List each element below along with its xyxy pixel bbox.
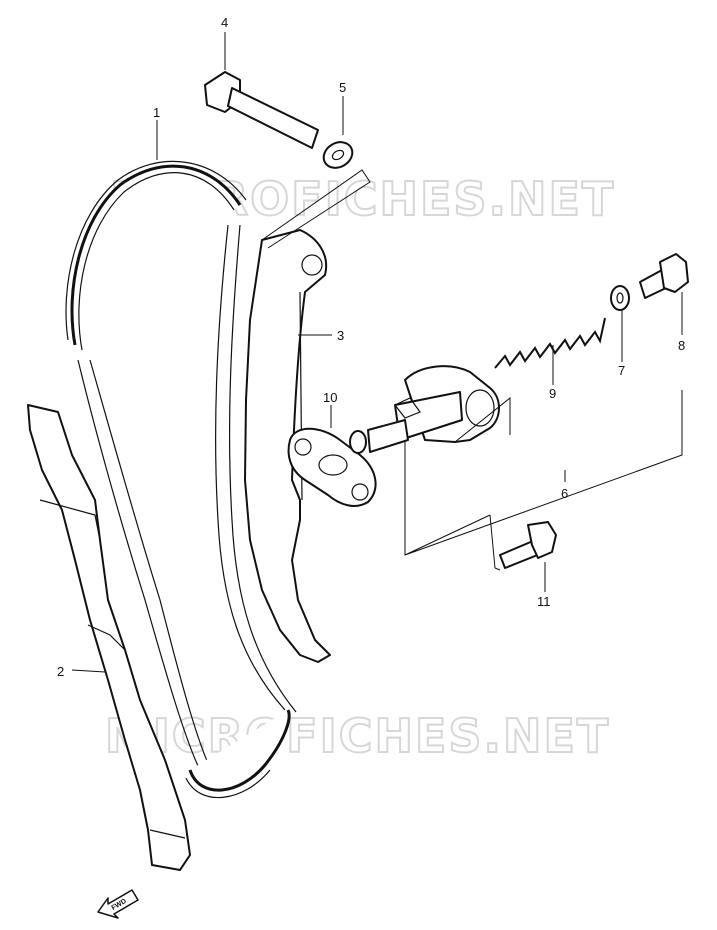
bolt-part-8	[639, 253, 689, 299]
callout-11: 11	[537, 594, 551, 609]
fwd-arrow-icon: FWD	[97, 889, 139, 919]
bracket-part-6	[404, 390, 683, 569]
callout-8: 8	[678, 338, 685, 353]
spring-part-9	[494, 317, 606, 369]
chain-guide-part-2	[27, 404, 191, 871]
callout-4: 4	[221, 15, 228, 30]
callout-5: 5	[339, 80, 346, 95]
callout-1: 1	[153, 105, 160, 120]
callout-9: 9	[549, 386, 556, 401]
callout-6: 6	[561, 486, 568, 501]
bolt-part-4	[204, 71, 319, 149]
callout-10: 10	[323, 390, 337, 405]
watermark-bottom: MICROFICHES.NET	[105, 709, 610, 763]
washer-part-5	[322, 141, 354, 169]
leader-lines	[71, 32, 683, 673]
bolt-part-11	[499, 521, 557, 569]
callout-2: 2	[57, 664, 64, 679]
tensioner-guide-part-3	[244, 229, 331, 663]
washer-part-7	[610, 285, 630, 311]
gasket-part-10	[287, 427, 377, 507]
callout-3: 3	[337, 328, 344, 343]
callout-7: 7	[618, 363, 625, 378]
tensioner-adjuster-part-6	[349, 365, 500, 454]
cam-chain-part-1	[65, 160, 297, 799]
